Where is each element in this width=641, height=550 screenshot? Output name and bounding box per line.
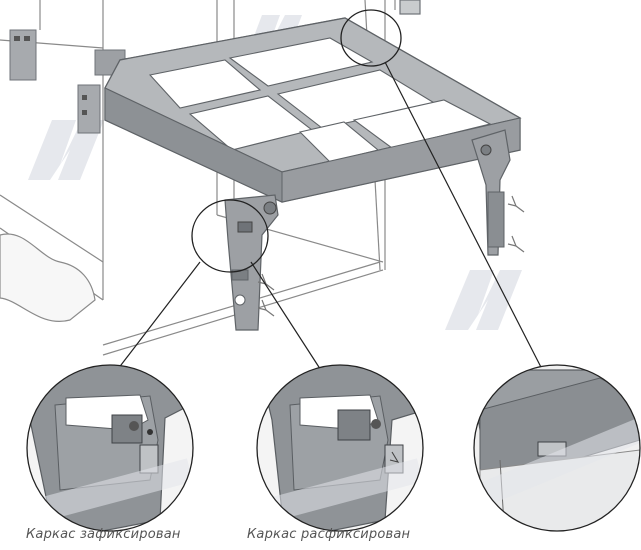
callout-marks	[191, 9, 402, 273]
leader-lines	[107, 61, 547, 383]
caption-locked: Каркас зафиксирован	[26, 527, 181, 542]
detail-unlocked	[256, 364, 424, 532]
upper-drawer	[39, 0, 421, 30]
front-bracket-right	[471, 129, 511, 256]
caption-unlocked: Каркас расфиксирован	[247, 527, 411, 542]
arrow-icon	[257, 195, 525, 317]
shelf	[0, 233, 96, 322]
detail-top	[473, 364, 641, 532]
pullout-frame	[104, 17, 522, 203]
detail-locked	[26, 364, 194, 532]
